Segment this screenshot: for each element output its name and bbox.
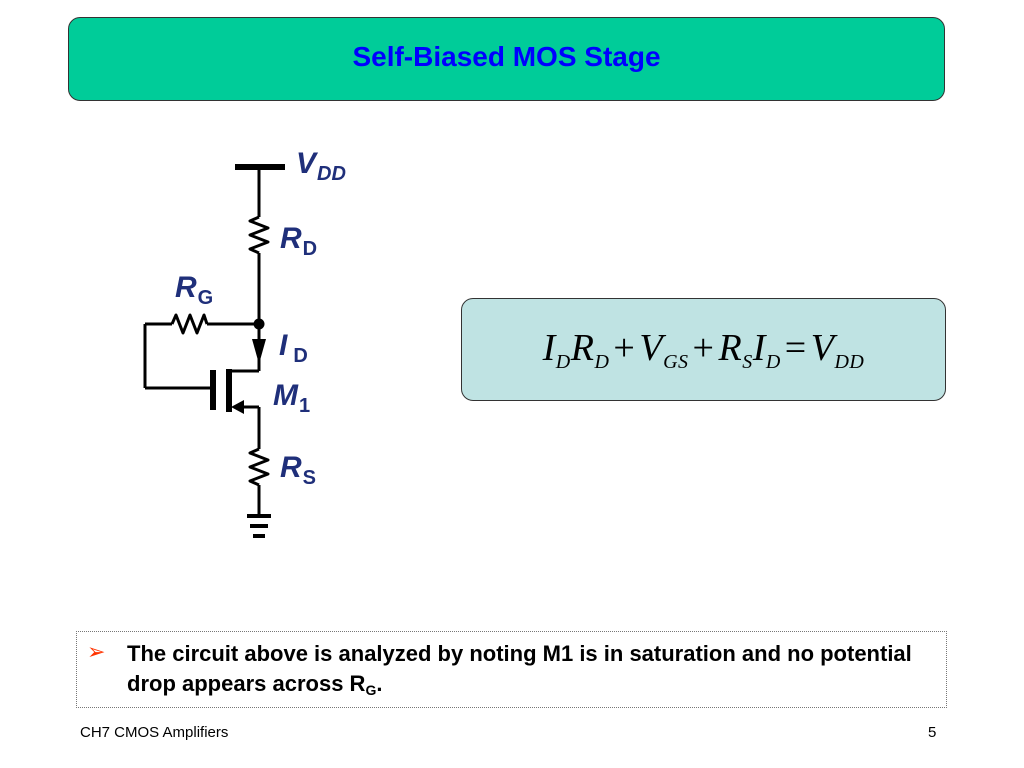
eq-term-4: R — [718, 326, 743, 369]
rg-resistor — [170, 313, 209, 335]
slide-title: Self-Biased MOS Stage — [352, 41, 661, 72]
rd-resistor — [248, 215, 270, 255]
source-arrow — [231, 400, 244, 414]
bullet-arrow-icon: ➢ — [87, 640, 106, 665]
rd-label: RD — [280, 222, 317, 260]
equation: IDRD+VGS+RSID=VDD — [542, 326, 865, 373]
eq-term-6: V — [810, 326, 835, 369]
rs-label: RS — [280, 451, 316, 489]
eq-op-equals: = — [784, 326, 807, 369]
bullet-text: The circuit above is analyzed by noting … — [127, 641, 912, 698]
eq-term-5: I — [752, 326, 766, 369]
eq-term-2: R — [570, 326, 595, 369]
equation-box: IDRD+VGS+RSID=VDD — [461, 298, 946, 401]
footer-course: CH7 CMOS Amplifiers — [80, 724, 229, 741]
id-arrow — [252, 339, 266, 364]
bullet-box: ➢ The circuit above is analyzed by notin… — [76, 631, 947, 708]
m1-label: M1 — [273, 379, 310, 417]
rs-resistor — [248, 447, 270, 487]
eq-op-plus-2: + — [692, 326, 715, 369]
eq-term-3: V — [639, 326, 664, 369]
rg-label: RG — [175, 271, 213, 309]
title-box: Self-Biased MOS Stage — [68, 17, 945, 101]
eq-op-plus-1: + — [613, 326, 636, 369]
eq-term-1: I — [542, 326, 556, 369]
vdd-label: VDD — [296, 147, 346, 185]
junction-dot — [253, 318, 265, 330]
page-number: 5 — [928, 724, 937, 741]
